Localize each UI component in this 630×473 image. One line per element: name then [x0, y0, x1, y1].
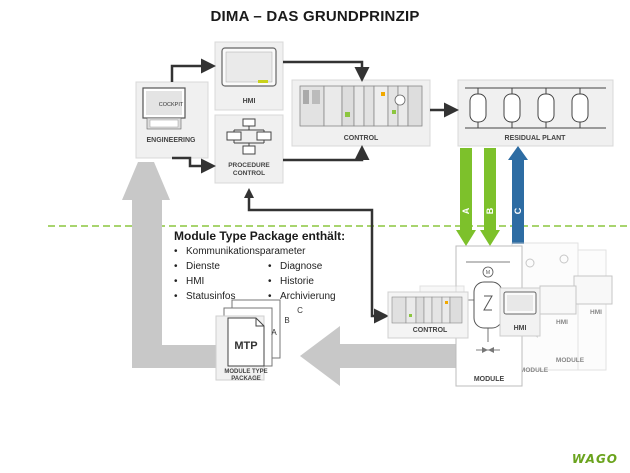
bg-module-label-2: MODULE [520, 367, 549, 374]
module-hmi-block[interactable] [499, 287, 541, 337]
bg-module-label-1: MODULE [556, 357, 585, 364]
residual-plant-label: RESIDUAL PLANT [505, 135, 567, 142]
mtp-info-heading: Module Type Package enthält: [174, 229, 346, 243]
engineering-to-procedure-arrow [172, 156, 216, 174]
mtp-feedback-arrow [122, 162, 222, 368]
module-label: MODULE [474, 376, 505, 383]
hmi-to-control-arrow [283, 60, 370, 82]
residual-plant-block[interactable] [457, 79, 614, 147]
cockpit-label: COCKPIT [159, 102, 184, 108]
module-hmi-label: HMI [514, 325, 527, 332]
mtp-info-item: Diagnose [268, 261, 322, 272]
channel-a-label: A [461, 207, 471, 214]
channel-b-arrow [480, 148, 500, 246]
procedure-control-block[interactable] [214, 114, 284, 184]
module-to-mtp-arrow [300, 326, 460, 386]
mtp-document-stack[interactable] [215, 299, 281, 381]
engineering-label: ENGINEERING [146, 137, 196, 144]
procedure-control-label-line2: CONTROL [233, 170, 265, 177]
procedure-control-label-line1: PROCEDURE [228, 162, 270, 169]
bg-hmi-label-2: HMI [556, 319, 568, 326]
bg-hmi-label-1: HMI [590, 309, 602, 316]
mtp-caption-line1: MODULE TYPE [224, 369, 267, 375]
mtp-info-item: Kommunikationsparameter [174, 246, 306, 257]
engineering-to-hmi-arrow [170, 58, 216, 82]
mtp-info-item: Archivierung [268, 291, 336, 302]
mtp-big-label: MTP [234, 340, 257, 352]
channel-c-arrow [508, 146, 528, 244]
hmi-block[interactable] [214, 41, 284, 111]
mtp-page-letter-b: B [284, 316, 289, 325]
module-control-label: CONTROL [413, 327, 448, 334]
mtp-info-item: Statusinfos [174, 291, 235, 302]
mtp-page-letter-c: C [297, 306, 303, 315]
mtp-info-item: Dienste [174, 261, 220, 272]
wago-logo: WAGO [571, 452, 618, 466]
mtp-info-item: Historie [268, 276, 314, 287]
procedure-to-control-arrow [283, 145, 370, 162]
hmi-label: HMI [243, 98, 256, 105]
engineering-block[interactable] [135, 81, 209, 159]
channel-a-arrow [456, 148, 476, 246]
mtp-page-letter-a: A [271, 328, 277, 337]
mtp-caption-line2: PACKAGE [231, 376, 261, 382]
channel-b-label: B [485, 207, 495, 214]
channel-c-label: C [513, 207, 523, 214]
module-control-block[interactable] [387, 285, 469, 339]
procedure-to-module-control-arrow [244, 188, 389, 324]
control-label: CONTROL [344, 135, 379, 142]
svg-text:M: M [486, 270, 490, 276]
mtp-info-item: HMI [174, 276, 204, 287]
control-block[interactable] [291, 79, 431, 147]
page-title: DIMA – DAS GRUNDPRINZIP [210, 8, 420, 25]
